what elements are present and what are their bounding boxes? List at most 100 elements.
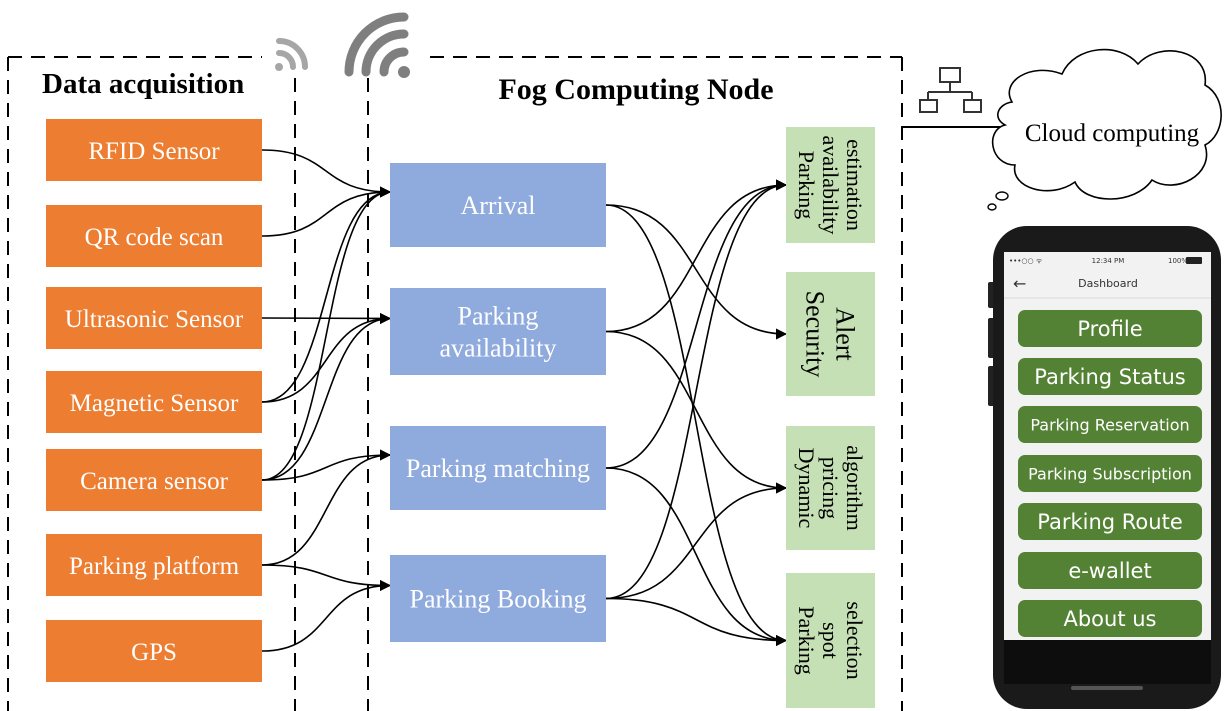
process-label-booking: Parking Booking [410, 585, 587, 614]
back-arrow-icon[interactable]: ← [1013, 274, 1026, 293]
output-text-line: Dynamic [794, 448, 819, 529]
cloud-label: Cloud computing [1025, 120, 1200, 147]
wifi-signal-icon [275, 38, 308, 71]
connector-camera-to-matching [261, 449, 392, 481]
source-box-magnetic [46, 371, 262, 433]
status-signal: •••○○ ᯤ [1009, 257, 1043, 265]
source-label-camera: Camera sensor [80, 468, 229, 495]
menu-button-6[interactable] [1018, 600, 1202, 637]
menu-button-2[interactable] [1018, 406, 1202, 443]
source-box-gps [46, 620, 262, 682]
process-label-availability: Parking [458, 302, 539, 331]
output-box-alert [786, 272, 875, 396]
connector-rfid-to-arrival [261, 149, 392, 198]
menu-label-3: Parking Subscription [1028, 464, 1192, 483]
cloud-tail [987, 191, 1009, 211]
source-box-ultrasonic [46, 287, 262, 349]
output-text-line: availability [818, 136, 843, 235]
source-label-platform: Parking platform [69, 553, 240, 580]
connector-availability-to-estimation [605, 179, 788, 333]
dashed-frame [7, 56, 903, 711]
process-box-booking [390, 555, 606, 642]
menu-button-0[interactable] [1018, 310, 1202, 347]
process-label-availability: availability [440, 334, 557, 363]
connector-booking-to-estimation [605, 179, 788, 600]
source-box-rfid [46, 119, 262, 181]
source-box-camera [46, 449, 262, 511]
connector-camera-to-arrival [261, 186, 392, 481]
battery-icon [1186, 257, 1202, 264]
menu-button-5[interactable] [1018, 552, 1202, 589]
connector-ultrasonic-to-availability [261, 312, 392, 325]
output-text-line: Security [800, 291, 829, 378]
source-label-rfid: RFID Sensor [88, 138, 220, 165]
smartphone: •••○○ ᯤ 12:34 PM 100% ← Dashboard Profil… [988, 226, 1221, 709]
menu-label-0: Profile [1077, 317, 1142, 341]
network-icon [919, 67, 982, 113]
connector-magnetic-to-availability [261, 312, 392, 403]
connector-lines [261, 149, 788, 652]
connector-booking-to-pricing [605, 482, 788, 600]
process-label-arrival: Arrival [460, 191, 535, 220]
output-box-pricing [786, 426, 875, 550]
fog-node-title: Fog Computing Node [498, 73, 773, 106]
source-label-qr: QR code scan [85, 224, 224, 251]
output-text-line: Parking [794, 151, 819, 219]
process-label-matching: Parking matching [406, 454, 590, 483]
output-text-line: spot [818, 622, 843, 659]
screen-title: Dashboard [1078, 277, 1138, 290]
source-label-magnetic: Magnetic Sensor [70, 390, 239, 417]
source-label-gps: GPS [131, 639, 177, 666]
home-indicator [1071, 686, 1143, 690]
menu-label-6: About us [1063, 607, 1156, 631]
output-box-spot [786, 573, 875, 708]
output-box-estimation [786, 127, 875, 243]
output-text-line: Alert [830, 307, 859, 361]
output-text-line: estimation [842, 139, 867, 231]
status-time: 12:34 PM [1092, 257, 1125, 265]
menu-label-2: Parking Reservation [1030, 415, 1189, 434]
connector-camera-to-availability [261, 312, 392, 481]
connector-magnetic-to-arrival [261, 186, 392, 403]
output-text-line: Parking [794, 606, 819, 674]
process-box-matching [390, 426, 606, 510]
connector-matching-to-estimation [605, 179, 788, 469]
connector-qr-to-arrival [261, 186, 392, 237]
connector-platform-to-booking [261, 564, 392, 592]
connector-availability-to-pricing [605, 330, 788, 494]
menu-label-1: Parking Status [1034, 365, 1185, 389]
process-box-availability [390, 288, 606, 375]
status-battery: 100% [1168, 257, 1188, 265]
output-text-line: algorithm [842, 445, 867, 531]
source-box-platform [46, 534, 262, 596]
phone-bottom-bar [1004, 640, 1211, 684]
menu-button-1[interactable] [1018, 358, 1202, 395]
data-acquisition-title: Data acquisition [42, 68, 244, 100]
source-box-qr [46, 205, 262, 267]
menu-label-4: Parking Route [1037, 510, 1183, 534]
menu-button-4[interactable] [1018, 503, 1202, 540]
cloud-shape [991, 48, 1222, 200]
wifi-signal-large-icon [344, 12, 410, 78]
source-label-ultrasonic: Ultrasonic Sensor [65, 306, 244, 333]
connector-gps-to-booking [261, 579, 392, 652]
connector-matching-to-spot [605, 467, 788, 647]
process-box-arrival [390, 163, 606, 247]
connector-platform-to-matching [261, 449, 392, 566]
menu-label-5: e-wallet [1068, 559, 1151, 583]
output-text-line: selection [842, 601, 867, 679]
connector-arrival-to-spot [605, 204, 788, 647]
menu-button-3[interactable] [1018, 455, 1202, 492]
connector-arrival-to-alert [605, 204, 788, 340]
output-text-line: pricing [818, 457, 843, 519]
connector-booking-to-spot [605, 597, 788, 647]
